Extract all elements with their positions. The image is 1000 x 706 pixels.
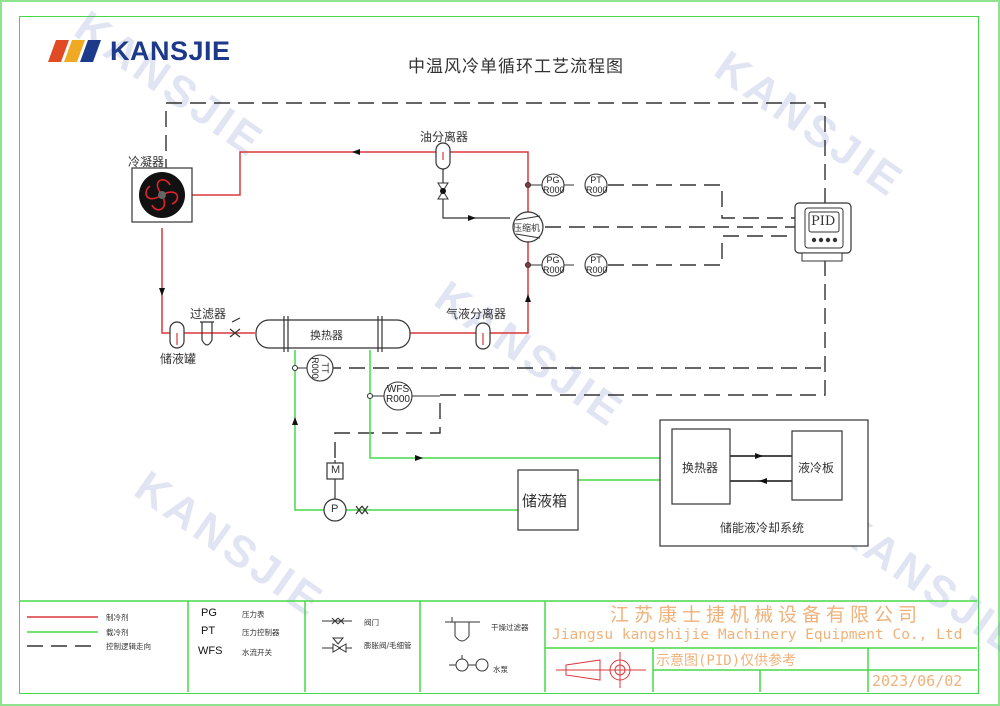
refrigerant-arrows bbox=[159, 149, 531, 302]
motor-label: M bbox=[331, 464, 341, 476]
pid-controller[interactable] bbox=[794, 202, 852, 262]
legend-dry-filter-label: 干燥过滤器 bbox=[491, 623, 529, 632]
diagram-title: 中温风冷单循环工艺流程图 bbox=[408, 57, 624, 77]
refrigerant-lines bbox=[161, 151, 529, 334]
brand-name: KANSJIE bbox=[110, 35, 231, 66]
instrument-taps bbox=[291, 173, 608, 411]
pid-label: PID bbox=[811, 214, 836, 229]
heat-exchanger[interactable] bbox=[255, 316, 411, 352]
ess-cooling-system[interactable] bbox=[659, 419, 869, 547]
storage-tank-label: 储液箱 bbox=[522, 492, 568, 510]
oil-separator-label: 油分离器 bbox=[420, 130, 469, 144]
legend-control-label: 控制逻辑走向 bbox=[106, 642, 151, 651]
pump-label: P bbox=[331, 503, 339, 515]
brand-logo: KANSJIE bbox=[47, 35, 231, 66]
legend-abbr-wfs: WFS bbox=[198, 645, 223, 657]
company-name-en: Jiangsu kangshijie Machinery Equipment C… bbox=[552, 627, 963, 643]
receiver-label: 储液罐 bbox=[160, 352, 197, 366]
legend-abbr-pg-meaning: 压力表 bbox=[242, 610, 265, 619]
cold-plate-label: 液冷板 bbox=[798, 461, 835, 475]
legend-abbr-pt-meaning: 压力控制器 bbox=[242, 628, 280, 637]
legend-expansion-valve-label: 膨胀阀/毛细管 bbox=[364, 641, 412, 650]
oil-separator[interactable] bbox=[435, 142, 510, 221]
condenser-unit[interactable] bbox=[131, 167, 193, 223]
heat-exchanger-label: 换热器 bbox=[310, 329, 343, 342]
reference-note: 示意图(PID)仅供参考 bbox=[656, 653, 797, 669]
drawing-border bbox=[19, 16, 979, 694]
legend-equipment-symbols bbox=[445, 617, 489, 672]
legend-abbr-pg: PG bbox=[201, 607, 217, 619]
condenser-label: 冷凝器 bbox=[128, 155, 165, 169]
company-name-cn: 江苏康士捷机械设备有限公司 bbox=[610, 604, 923, 626]
control-lines bbox=[165, 102, 826, 460]
legend-water-pump-label: 水泵 bbox=[493, 665, 508, 674]
drawing-date: 2023/06/02 bbox=[872, 672, 963, 690]
coolant-arrows bbox=[292, 417, 423, 461]
legend-valve-symbols bbox=[322, 617, 352, 653]
gas-liquid-separator[interactable] bbox=[475, 322, 491, 350]
title-block-grid bbox=[20, 600, 977, 692]
projection-symbol-icon bbox=[556, 652, 646, 688]
compressor[interactable] bbox=[512, 211, 544, 243]
legend-abbr-wfs-meaning: 水流开关 bbox=[242, 648, 272, 657]
coolant-lines bbox=[294, 350, 672, 511]
receiver-filter[interactable] bbox=[169, 317, 241, 349]
compressor-label: 压缩机 bbox=[513, 224, 541, 234]
ess-heat-exchanger-label: 换热器 bbox=[682, 461, 719, 475]
legend-coolant-label: 载冷剂 bbox=[106, 628, 129, 637]
gas-liquid-separator-label: 气液分离器 bbox=[446, 307, 507, 321]
legend-abbr-pt: PT bbox=[201, 625, 216, 637]
motor-pump[interactable] bbox=[323, 460, 369, 522]
legend-valve-label: 阀门 bbox=[364, 618, 379, 627]
ess-system-label: 储能液冷却系统 bbox=[720, 521, 805, 535]
storage-tank[interactable] bbox=[517, 469, 579, 531]
filter-label: 过滤器 bbox=[190, 307, 227, 321]
legend-refrigerant-label: 制冷剂 bbox=[106, 613, 129, 622]
